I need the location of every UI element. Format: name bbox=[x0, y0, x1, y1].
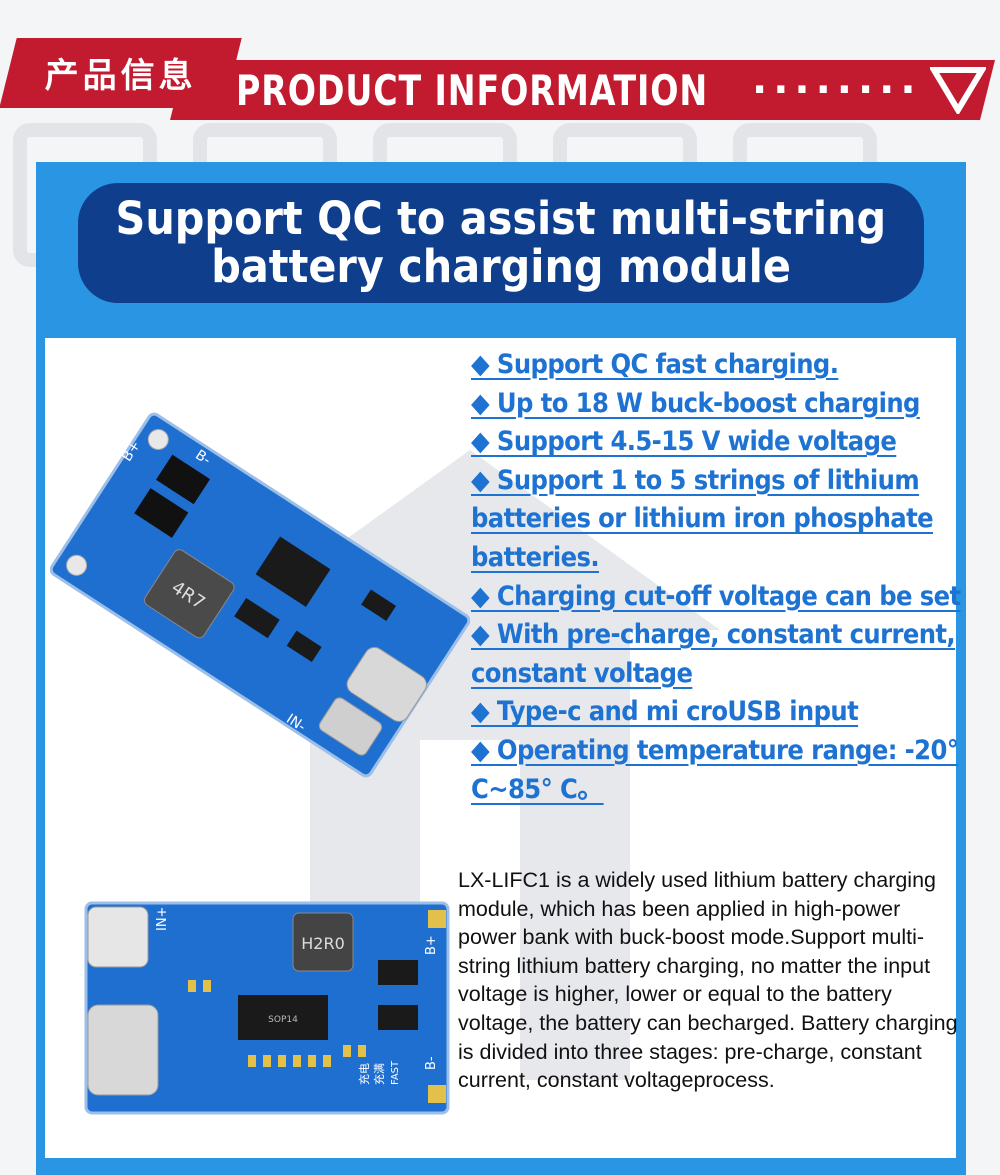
header-en-wrap: PRODUCT INFORMATION bbox=[236, 62, 986, 118]
board2-b-minus-label: B- bbox=[424, 1056, 439, 1070]
board2-in-plus-label: IN+ bbox=[155, 907, 170, 931]
feature-list: ◆ Support QC fast charging. ◆ Up to 18 W… bbox=[471, 346, 961, 809]
feature-item: ◆ Support 1 to 5 strings of lithium batt… bbox=[471, 464, 934, 573]
header-cn-label: 产品信息 bbox=[44, 56, 197, 96]
board1-b-minus-label: B- bbox=[192, 447, 213, 468]
feature-item: ◆ Support QC fast charging. bbox=[471, 349, 839, 380]
board2-fast-label: FAST bbox=[390, 1060, 401, 1085]
header-cn-badge: 产品信息 bbox=[0, 38, 242, 108]
title-line-2: battery charging module bbox=[211, 240, 791, 293]
feature-item: ◆ Support 4.5-15 V wide voltage bbox=[471, 426, 897, 458]
feature-item: ◆ Up to 18 W buck-boost charging bbox=[471, 387, 920, 419]
triangle-down-icon bbox=[930, 67, 986, 114]
board2-charge-label: 充电 bbox=[357, 1063, 371, 1085]
board2-inductor-label: H2R0 bbox=[301, 934, 345, 953]
title-line-1: Support QC to assist multi-string bbox=[115, 192, 887, 245]
feature-item: ◆ Operating temperature range: -20° C~85… bbox=[471, 734, 959, 805]
header-en-label: PRODUCT INFORMATION bbox=[236, 65, 709, 115]
pcb-board-top-image: H2R0 SOP14 IN+ B+ B- 充电 充满 FAST bbox=[84, 901, 450, 1115]
header-dots: ········ bbox=[752, 67, 922, 113]
board2-chip-label: SOP14 bbox=[268, 1015, 298, 1025]
product-description: LX-LIFC1 is a widely used lithium batter… bbox=[458, 868, 958, 1093]
feature-item: ◆ Type-c and mi croUSB input bbox=[471, 696, 859, 728]
board2-full-label: 充满 bbox=[372, 1063, 386, 1085]
feature-item: ◆ Charging cut-off voltage can be set bbox=[471, 580, 961, 612]
board2-b-plus-label: B+ bbox=[424, 935, 439, 955]
feature-item: ◆ With pre-charge, constant current, con… bbox=[471, 619, 956, 689]
title-pill: Support QC to assist multi-string batter… bbox=[78, 183, 924, 303]
pcb-board-angled-image: 4R7 B+ B- IN- bbox=[50, 412, 470, 778]
